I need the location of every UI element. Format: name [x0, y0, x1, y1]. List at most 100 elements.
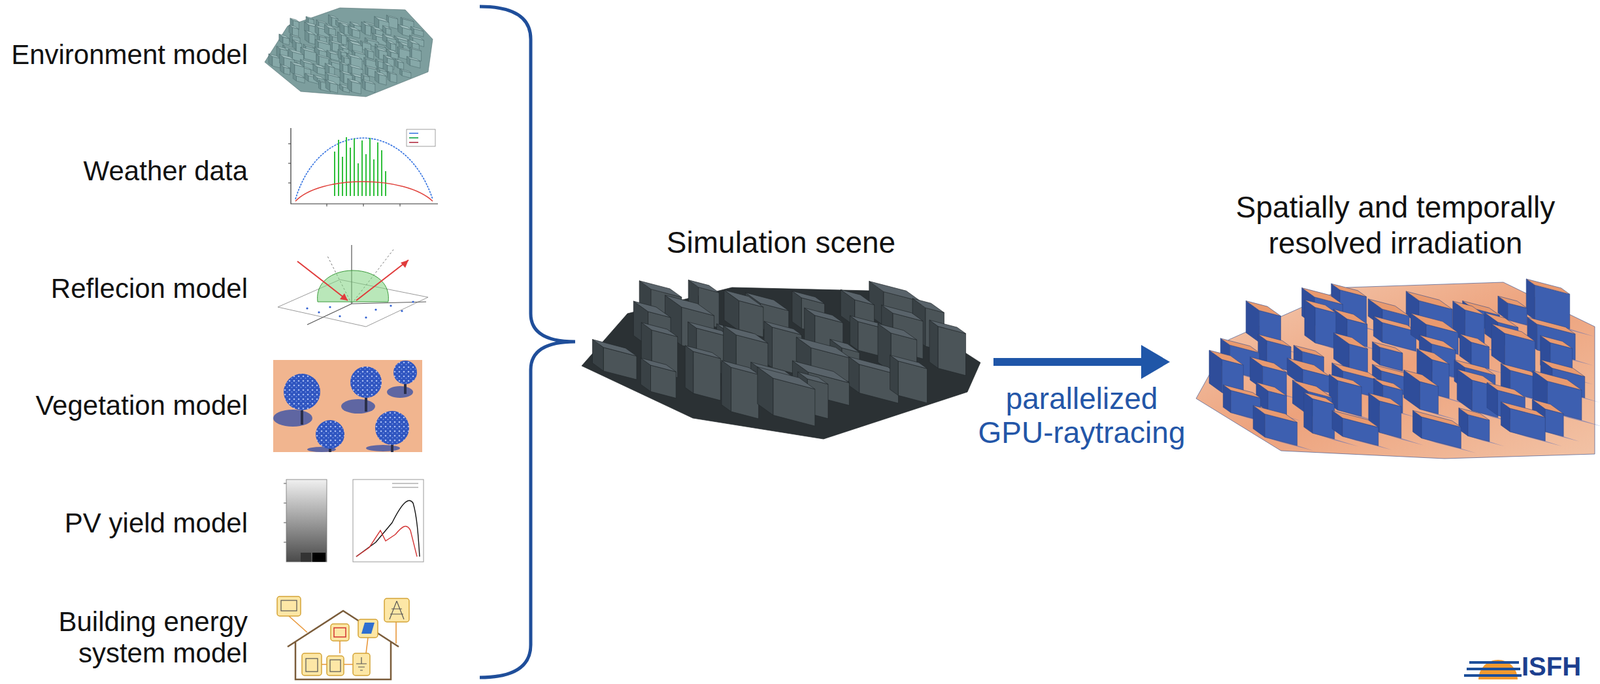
- building-block: [1413, 410, 1462, 449]
- building-roof: [1540, 335, 1573, 350]
- building-roof: [324, 63, 335, 68]
- building-front: [1379, 401, 1402, 439]
- building-roof: [375, 47, 387, 53]
- building-roof: [386, 15, 398, 19]
- building-block: [406, 56, 421, 68]
- result-panel: Spatially and temporally resolved irradi…: [1169, 189, 1600, 461]
- building-roof: [304, 30, 316, 36]
- building-roof: [339, 62, 349, 67]
- building-block: [394, 58, 404, 70]
- building-roof: [1331, 283, 1367, 297]
- building-block: [361, 22, 372, 36]
- building-roof: [1458, 407, 1490, 421]
- pv-yield-charts: [273, 474, 427, 572]
- building-roof: [292, 39, 302, 44]
- panel-heading: Simulation scene: [568, 225, 994, 260]
- building-block: [348, 26, 361, 39]
- building-block: [375, 71, 387, 85]
- building-front: [341, 34, 348, 46]
- building-roof: [1459, 333, 1489, 348]
- building-roof: [1332, 410, 1379, 428]
- building-roof: [665, 295, 715, 316]
- building-roof: [1286, 358, 1330, 377]
- building-roof: [639, 281, 682, 298]
- building-roof: [400, 17, 414, 23]
- arrow-shaft: [993, 358, 1143, 367]
- building-roof: [1373, 316, 1416, 332]
- building-front: [309, 33, 316, 45]
- building-roof: [1293, 345, 1324, 358]
- building-roof: [382, 25, 391, 30]
- flow-arrow: [993, 345, 1170, 380]
- building-roof: [313, 75, 325, 80]
- building-front: [365, 24, 371, 36]
- building-roof: [329, 39, 344, 46]
- curly-bracket: [479, 6, 576, 678]
- building-block: [364, 48, 374, 60]
- building-roof: [337, 49, 347, 54]
- building-front: [1419, 381, 1438, 415]
- building-roof: [1209, 350, 1244, 366]
- building-roof: [684, 345, 721, 359]
- building-roof: [349, 21, 362, 27]
- building-roof: [592, 339, 638, 357]
- building-roof: [303, 44, 315, 49]
- input-label: Environment model: [4, 39, 248, 71]
- building-roof: [300, 47, 317, 53]
- building-roof: [407, 39, 419, 46]
- building-roof: [1368, 393, 1402, 408]
- ground-plane: [581, 287, 981, 440]
- building-roof: [388, 71, 398, 75]
- building-roof: [792, 290, 825, 304]
- building-roof: [397, 47, 411, 52]
- building-roof: [324, 24, 336, 31]
- building-roof: [406, 56, 421, 62]
- weather-chart: [275, 124, 441, 217]
- building-block: [313, 64, 326, 76]
- simulation-scene-render: [581, 280, 981, 440]
- building-block: [1403, 369, 1439, 414]
- building-roof: [929, 320, 967, 334]
- building-roof: [1258, 334, 1291, 348]
- building-roof: [292, 73, 305, 78]
- building-roof: [409, 35, 425, 41]
- building-roof: [1245, 301, 1281, 317]
- building-block: [305, 73, 319, 85]
- building-roof: [890, 355, 928, 370]
- building-roof: [804, 307, 844, 323]
- building-roof: [338, 45, 349, 50]
- building-block: [268, 53, 281, 68]
- building-roof: [361, 73, 370, 78]
- input-label: Building energy system model: [32, 606, 248, 670]
- input-label: Vegetation model: [4, 390, 248, 422]
- building-front: [731, 367, 759, 419]
- ground-plane: [264, 7, 433, 97]
- building-roof: [383, 62, 393, 67]
- arrow-head: [1141, 345, 1170, 380]
- building-block: [279, 33, 290, 46]
- building-block: [304, 30, 316, 45]
- building-roof: [1333, 309, 1368, 325]
- building-front: [603, 347, 637, 380]
- building-block: [890, 355, 928, 404]
- building-roof: [315, 47, 327, 53]
- building-roof: [347, 78, 362, 84]
- building-block: [1491, 324, 1536, 374]
- building-roof: [360, 40, 372, 45]
- building-roof: [394, 58, 404, 63]
- building-roof: [796, 337, 851, 359]
- building-roof: [374, 16, 389, 23]
- building-roof: [840, 289, 875, 305]
- building-roof: [400, 68, 412, 73]
- building-block: [325, 79, 338, 93]
- building-roof: [341, 55, 350, 59]
- building-block: [388, 71, 398, 84]
- building-roof: [881, 305, 924, 322]
- building-block: [1332, 410, 1379, 446]
- building-roof: [688, 280, 719, 293]
- environment-thumbnail: [264, 7, 433, 97]
- building-roof: [290, 34, 301, 39]
- building-block: [362, 79, 376, 93]
- building-block: [929, 320, 967, 376]
- building-roof: [276, 46, 288, 51]
